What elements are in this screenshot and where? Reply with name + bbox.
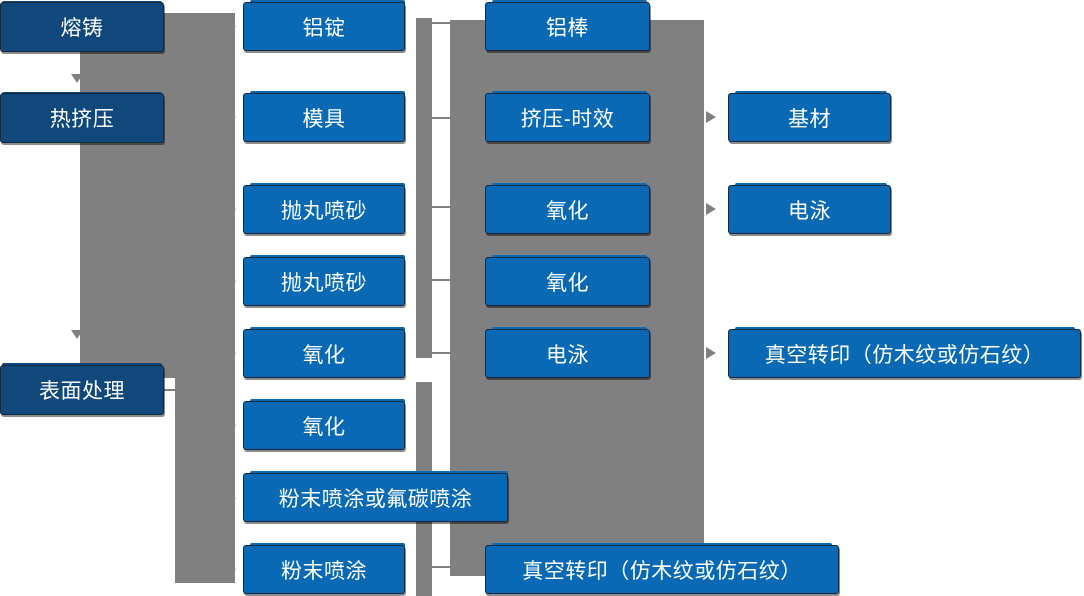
- node-c2-mold[interactable]: 模具: [243, 93, 405, 142]
- label-c2-shot-blasting-1: 抛丸喷砂: [281, 199, 367, 223]
- label-c3-extrusion-aging: 挤压-时效: [520, 107, 615, 131]
- label-c2-oxidation-2: 氧化: [302, 415, 346, 439]
- node-c3-oxidation-2[interactable]: 氧化: [485, 257, 650, 306]
- node-c2-powder-or-fluorocarbon[interactable]: 粉末喷涂或氟碳喷涂: [243, 473, 508, 522]
- node-c4-electrophoresis[interactable]: 电泳: [728, 185, 891, 234]
- connector-trunk-left-lower: [175, 13, 235, 583]
- connector-surface-treatment-stub: [163, 389, 193, 391]
- label-c2-powder-or-fluorocarbon: 粉末喷涂或氟碳喷涂: [278, 487, 473, 511]
- node-c2-shot-blasting-2[interactable]: 抛丸喷砂: [243, 257, 405, 306]
- label-c2-shot-blasting-2: 抛丸喷砂: [281, 271, 367, 295]
- node-c4-base-material[interactable]: 基材: [728, 93, 891, 142]
- label-c3-electrophoresis: 电泳: [546, 343, 589, 367]
- arrow-to-shot-blasting-2: [226, 275, 236, 287]
- arrow-to-mold: [226, 111, 236, 123]
- node-c3-electrophoresis[interactable]: 电泳: [485, 329, 650, 378]
- label-c4-electrophoresis: 电泳: [788, 199, 831, 223]
- arrow-to-powder-or-fluorocarbon: [226, 492, 236, 504]
- stage-node-melt-cast[interactable]: 熔铸: [0, 2, 164, 52]
- label-c2-mold: 模具: [302, 107, 346, 131]
- arrow-to-oxidation-1: [226, 347, 236, 359]
- arrow-to-oxidation-2: [226, 419, 236, 431]
- stage-label-melt-cast: 熔铸: [60, 17, 104, 40]
- label-c2-oxidation-1: 氧化: [302, 343, 346, 367]
- label-c2-powder-coating: 粉末喷涂: [281, 559, 367, 583]
- node-c3-vacuum-transfer[interactable]: 真空转印（仿木纹或仿石纹）: [485, 545, 839, 594]
- stage-node-hot-extrusion[interactable]: 热挤压: [0, 93, 164, 143]
- label-c4-vacuum-transfer: 真空转印（仿木纹或仿石纹）: [764, 343, 1045, 367]
- node-c4-vacuum-transfer[interactable]: 真空转印（仿木纹或仿石纹）: [728, 329, 1081, 378]
- node-c3-extrusion-aging[interactable]: 挤压-时效: [485, 93, 650, 142]
- node-c2-oxidation-1[interactable]: 氧化: [243, 329, 405, 378]
- connector-rail-mid: [416, 18, 432, 358]
- label-c3-vacuum-transfer: 真空转印（仿木纹或仿石纹）: [522, 559, 802, 583]
- node-c3-aluminum-bar[interactable]: 铝棒: [485, 2, 650, 51]
- label-c2-aluminum-ingot: 铝锭: [302, 16, 346, 40]
- stage-label-surface-treatment: 表面处理: [39, 380, 125, 403]
- label-c3-oxidation-2: 氧化: [546, 271, 589, 295]
- arrow-to-aluminum-ingot: [226, 20, 236, 32]
- node-c2-powder-coating[interactable]: 粉末喷涂: [243, 545, 405, 594]
- arrow-down-melt-to-extrusion: [71, 74, 83, 83]
- label-c4-base-material: 基材: [788, 107, 831, 131]
- stage-label-hot-extrusion: 热挤压: [49, 108, 115, 131]
- arrow-to-electrophoresis-out: [706, 203, 716, 215]
- node-c3-oxidation-1[interactable]: 氧化: [485, 185, 650, 234]
- arrow-to-powder-coating: [226, 563, 236, 575]
- node-c2-oxidation-2[interactable]: 氧化: [243, 401, 405, 450]
- node-c2-aluminum-ingot[interactable]: 铝锭: [243, 2, 405, 51]
- arrow-to-base-material: [706, 111, 716, 123]
- node-c2-shot-blasting-1[interactable]: 抛丸喷砂: [243, 185, 405, 234]
- label-c3-aluminum-bar: 铝棒: [546, 16, 589, 40]
- arrow-down-to-surface-treatment: [71, 330, 83, 339]
- arrow-to-shot-blasting-1: [226, 203, 236, 215]
- label-c3-oxidation-1: 氧化: [546, 199, 589, 223]
- arrow-to-vacuum-transfer-out: [706, 347, 716, 359]
- stage-node-surface-treatment[interactable]: 表面处理: [0, 365, 164, 415]
